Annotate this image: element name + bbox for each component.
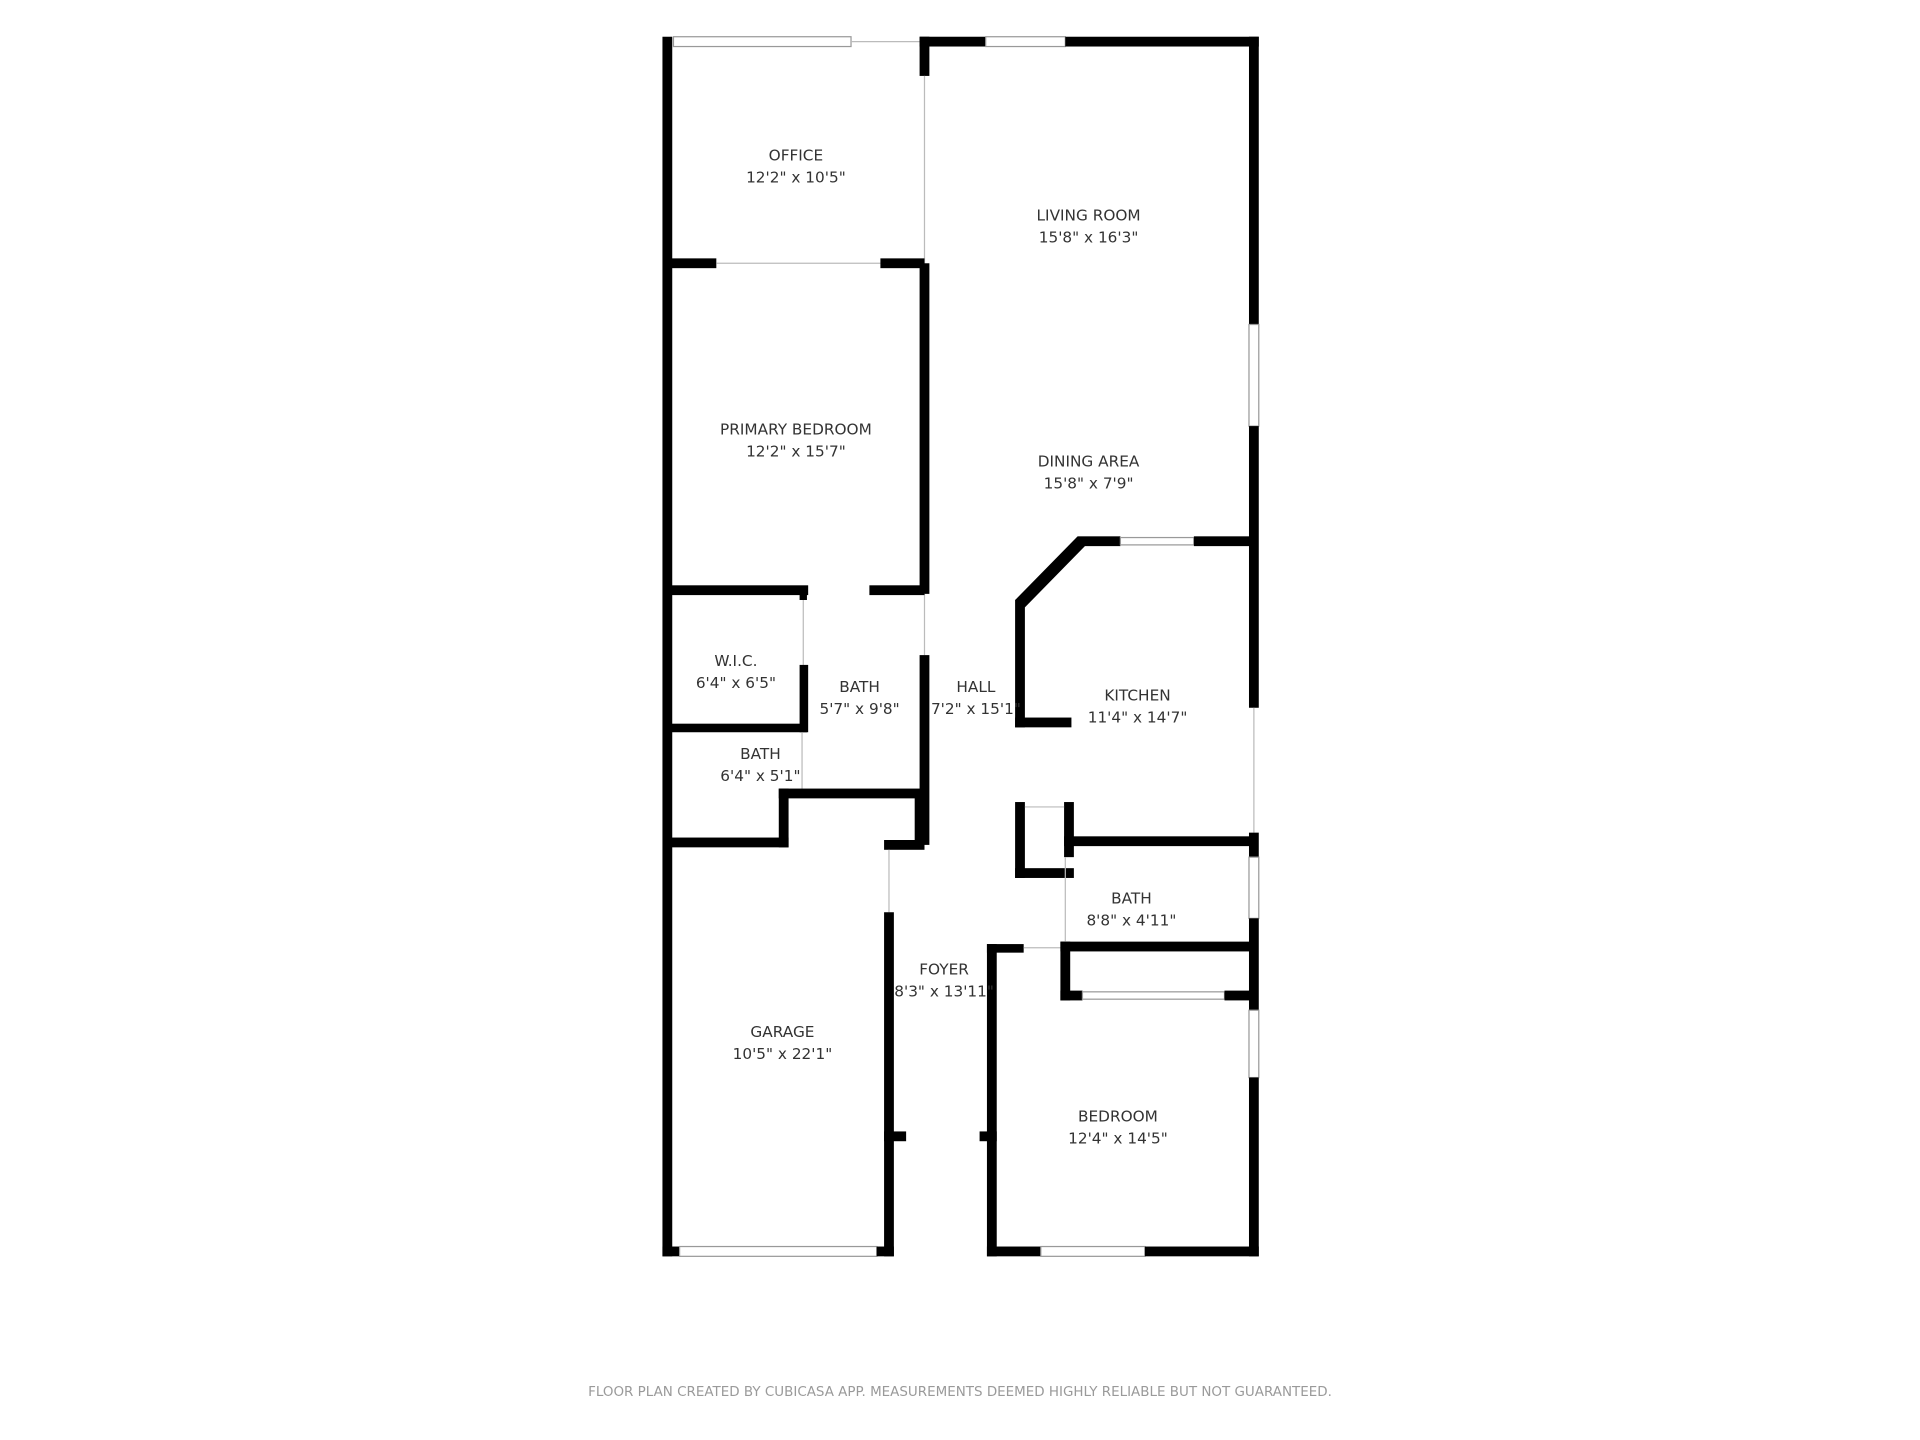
room-bath-small-size: 6'4" x 5'1" <box>720 767 800 785</box>
window <box>672 36 852 48</box>
window <box>1248 856 1260 919</box>
room-garage-name: GARAGE <box>750 1023 814 1041</box>
room-dining-name: DINING AREA <box>1038 453 1140 471</box>
room-hall-size: 7'2" x 15'1" <box>931 700 1021 718</box>
room-hall-name: HALL <box>956 678 995 696</box>
room-bath-small-name: BATH <box>740 745 781 763</box>
garage-door <box>678 1245 878 1257</box>
room-bedroom-name: BEDROOM <box>1078 1108 1158 1126</box>
room-bath-hall-name: BATH <box>1111 890 1152 908</box>
room-primary-bedroom-size: 12'2" x 15'7" <box>746 443 846 461</box>
room-foyer-size: 8'3" x 13'11" <box>894 983 994 1001</box>
room-foyer-name: FOYER <box>919 961 969 979</box>
room-kitchen-name: KITCHEN <box>1104 686 1170 704</box>
room-office-name: OFFICE <box>769 146 823 164</box>
window <box>1248 1009 1260 1079</box>
room-living-size: 15'8" x 16'3" <box>1039 228 1139 246</box>
room-bedroom-size: 12'4" x 14'5" <box>1068 1130 1168 1148</box>
room-dining-size: 15'8" x 7'9" <box>1044 475 1134 493</box>
footer-disclaimer: FLOOR PLAN CREATED BY CUBICASA APP. MEAS… <box>588 1385 1332 1400</box>
room-office-size: 12'2" x 10'5" <box>746 168 846 186</box>
walls <box>662 36 1260 1257</box>
room-labels: OFFICE 12'2" x 10'5" LIVING ROOM 15'8" x… <box>696 146 1188 1147</box>
room-bath-hall-size: 8'8" x 4'11" <box>1086 912 1176 930</box>
window <box>1040 1245 1146 1257</box>
window <box>1119 536 1195 546</box>
room-wic-name: W.I.C. <box>714 652 757 670</box>
room-living-name: LIVING ROOM <box>1037 206 1141 224</box>
window <box>1081 991 1226 1000</box>
room-kitchen-size: 11'4" x 14'7" <box>1088 708 1188 726</box>
room-bath-primary-size: 5'7" x 9'8" <box>819 700 899 718</box>
room-garage-size: 10'5" x 22'1" <box>733 1045 833 1063</box>
room-primary-bedroom-name: PRIMARY BEDROOM <box>720 421 872 439</box>
window <box>985 36 1066 48</box>
window <box>1248 323 1260 427</box>
room-bath-primary-name: BATH <box>839 678 880 696</box>
room-wic-size: 6'4" x 6'5" <box>696 674 776 692</box>
